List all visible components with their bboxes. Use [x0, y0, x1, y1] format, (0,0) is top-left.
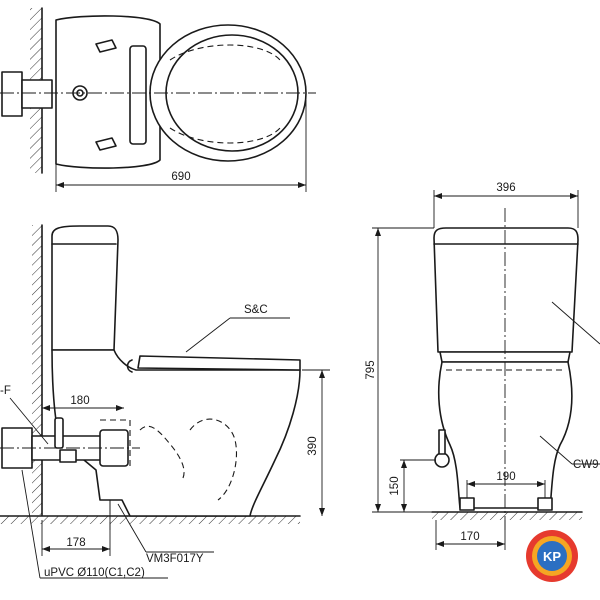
- front-bolt-right: [537, 497, 553, 511]
- sc-leader: [185, 317, 231, 353]
- dim-180: 180: [70, 395, 89, 407]
- vm-leader: [117, 503, 147, 553]
- side-view: 180 390 178 S&C -F VM3F017Y uPVC Ø110(C1…: [0, 224, 330, 579]
- front-dim-170-arrows: [436, 541, 505, 547]
- front-tank: [433, 227, 579, 353]
- side-partial-leader: [9, 397, 49, 445]
- label-cw-partial: CW9: [573, 459, 599, 471]
- top-hidden-2: [169, 127, 281, 144]
- top-hinge-block: [129, 45, 147, 145]
- dim-390: 390: [307, 436, 319, 455]
- logo-letters: KP: [543, 549, 561, 564]
- side-hinge: [126, 359, 133, 373]
- dim-795: 795: [365, 360, 377, 379]
- side-hidden-outlet: [100, 419, 131, 470]
- upvc-leader: [21, 469, 41, 579]
- top-hidden-1: [169, 44, 281, 61]
- front-valve-stem: [438, 429, 446, 455]
- front-bolt-left: [459, 497, 475, 511]
- front-dim-190-arrows: [467, 481, 545, 487]
- side-angle-valve: [54, 417, 64, 449]
- top-view: 690: [0, 7, 316, 192]
- side-dim-178-arrows: [42, 546, 110, 552]
- side-bowl: [51, 349, 301, 517]
- label-upvc: uPVC Ø110(C1,C2): [44, 567, 145, 579]
- dim-178: 178: [66, 537, 85, 549]
- dim-690: 690: [171, 171, 190, 183]
- cw-leader: [539, 435, 573, 465]
- dim-190: 190: [496, 471, 515, 483]
- top-pipe: [21, 79, 53, 109]
- label-vm3f017y: VM3F017Y: [146, 553, 204, 565]
- side-tank: [51, 225, 119, 351]
- side-seat-cover: [137, 355, 301, 371]
- front-valve-circle: [434, 452, 450, 468]
- side-valve-body: [59, 449, 77, 463]
- side-wall-hatch: [32, 225, 42, 515]
- logo-inner-circle: [537, 541, 567, 571]
- front-view: 396 795 150 190 170 CW9: [365, 182, 600, 550]
- top-pipe-flange: [1, 71, 23, 117]
- dim-150: 150: [389, 476, 401, 495]
- label-side-partial: -F: [0, 385, 11, 397]
- top-bolt-lower: [95, 137, 117, 151]
- brand-logo: KP: [526, 530, 578, 582]
- side-floor-hatch: [0, 516, 300, 524]
- top-bolt-upper: [95, 39, 117, 53]
- dim-396: 396: [496, 182, 515, 194]
- tank-leader: [551, 301, 600, 345]
- label-sc: S&C: [244, 304, 268, 316]
- dim-170: 170: [460, 531, 479, 543]
- front-floor-hatch: [432, 512, 582, 520]
